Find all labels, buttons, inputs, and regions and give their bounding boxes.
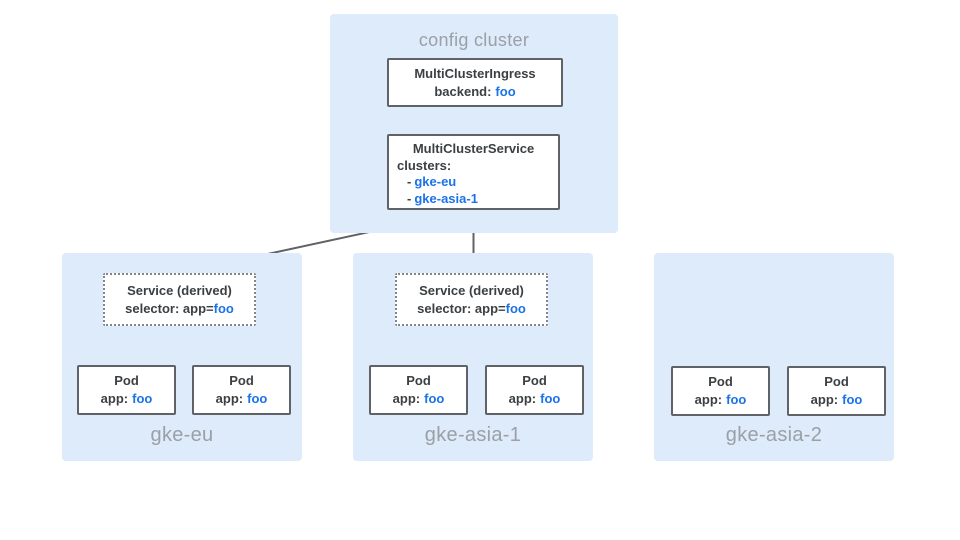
pod-app-label: app: <box>100 391 129 406</box>
pod-app-label: app: <box>508 391 537 406</box>
config-cluster-label: config cluster <box>418 30 530 50</box>
cluster-box-gke-asia-2: Pod app:foo Pod app:foo gke-asia-2 <box>654 253 894 461</box>
service-selector-line: selector: app=foo <box>417 300 526 318</box>
mcs-item-name: gke-asia-1 <box>414 190 478 206</box>
service-selector-value: foo <box>213 300 234 316</box>
cluster-label-gke-asia-2: gke-asia-2 <box>725 424 823 446</box>
pod-title: Pod <box>229 373 254 388</box>
service-selector-label: selector: app= <box>125 300 214 316</box>
pod-app-value: foo <box>842 392 863 407</box>
mci-title: MultiClusterIngress <box>414 65 536 81</box>
cluster-box-gke-asia-1: Service (derived) selector: app=foo Pod … <box>353 253 593 461</box>
derived-service-box: Service (derived) selector: app=foo <box>103 273 256 326</box>
pod-title: Pod <box>406 373 431 388</box>
pod-title: Pod <box>708 374 733 389</box>
pod-app-line: app:foo <box>101 390 153 408</box>
cluster-label-gke-eu: gke-eu <box>150 424 214 446</box>
mcs-clusters-label: clusters: <box>397 157 452 173</box>
pod-box: Pod app:foo <box>787 366 886 416</box>
derived-service-box: Service (derived) selector: app=foo <box>395 273 548 326</box>
pod-title: Pod <box>114 373 139 388</box>
pod-app-value: foo <box>726 392 747 407</box>
pod-app-value: foo <box>424 391 445 406</box>
mcs-item-dash: - <box>407 190 412 206</box>
mcs-item-name: gke-eu <box>414 174 457 189</box>
config-cluster-box: config cluster MultiClusterIngress backe… <box>330 14 618 233</box>
service-selector-value: foo <box>505 300 526 316</box>
pod-app-line: app:foo <box>509 390 561 408</box>
mci-backend-label: backend: <box>434 83 492 99</box>
pod-box: Pod app:foo <box>77 365 176 415</box>
pod-app-line: app:foo <box>216 390 268 408</box>
mcs-cluster-item: -gke-asia-1 <box>397 191 550 208</box>
pod-app-label: app: <box>810 392 839 407</box>
pod-app-value: foo <box>247 391 268 406</box>
pod-app-line: app:foo <box>695 391 747 409</box>
pod-app-label: app: <box>392 391 421 406</box>
service-title: Service (derived) <box>127 282 232 298</box>
pod-title: Pod <box>522 373 547 388</box>
cluster-box-gke-eu: Service (derived) selector: app=foo Pod … <box>62 253 302 461</box>
pod-app-value: foo <box>540 391 561 406</box>
pod-app-line: app:foo <box>393 390 445 408</box>
pod-app-label: app: <box>694 392 723 407</box>
multiclusteringress-box: MultiClusterIngress backend:foo <box>387 58 563 107</box>
pod-app-value: foo <box>132 391 153 406</box>
mcs-cluster-item: -gke-eu <box>397 174 550 191</box>
pod-box: Pod app:foo <box>485 365 584 415</box>
service-selector-label: selector: app= <box>417 300 506 316</box>
cluster-label-gke-asia-1: gke-asia-1 <box>424 424 522 446</box>
mcs-title: MultiClusterService <box>412 141 535 156</box>
pod-title: Pod <box>824 374 849 389</box>
mcs-item-dash: - <box>407 174 412 189</box>
mci-backend-line: backend:foo <box>434 83 515 101</box>
pod-app-label: app: <box>215 391 244 406</box>
service-title: Service (derived) <box>419 282 524 298</box>
pod-app-line: app:foo <box>811 391 863 409</box>
pod-box: Pod app:foo <box>192 365 291 415</box>
mci-backend-value: foo <box>495 83 516 99</box>
service-selector-line: selector: app=foo <box>125 300 234 318</box>
pod-box: Pod app:foo <box>671 366 770 416</box>
pod-box: Pod app:foo <box>369 365 468 415</box>
multiclusterservice-box: MultiClusterService clusters: -gke-eu -g… <box>387 134 560 210</box>
